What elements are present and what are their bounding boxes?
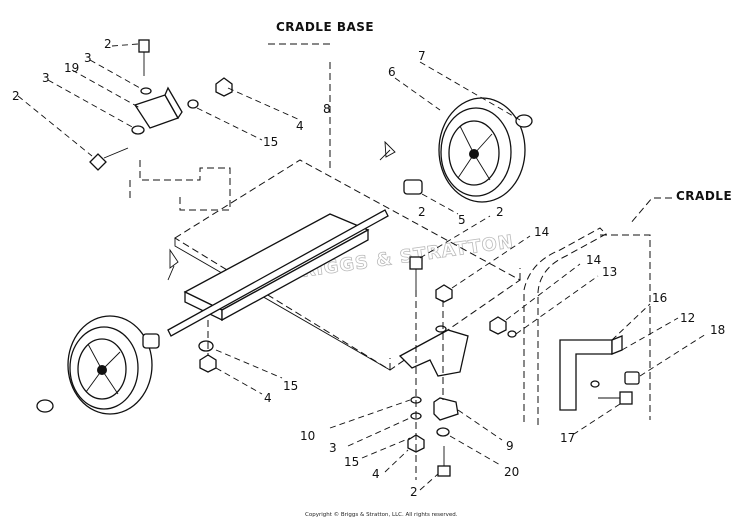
platform-edge xyxy=(389,268,521,370)
leader-15-low xyxy=(215,349,283,379)
leader-15-top xyxy=(196,107,263,141)
leader-14-b xyxy=(505,263,581,321)
callout-4-bottom: 4 xyxy=(372,467,380,481)
copyright-notice: Copyright © Briggs & Stratton, LLC. All … xyxy=(305,511,458,518)
washer-12 xyxy=(590,380,600,388)
leader-15-bottom xyxy=(361,437,411,459)
bolt-top-head xyxy=(138,39,150,53)
leader-3-low xyxy=(347,417,411,447)
callout-8: 8 xyxy=(323,102,331,116)
washer-left xyxy=(131,125,145,135)
leader-4-bottom xyxy=(384,449,409,473)
callout-4-low: 4 xyxy=(264,391,272,405)
cradle-frame xyxy=(523,227,607,428)
leader-9 xyxy=(457,409,503,441)
bracket-top-left-flange xyxy=(164,86,183,120)
bolt-2-bottom-head xyxy=(437,465,451,477)
wheel-left-spacer xyxy=(142,333,160,349)
callout-10: 10 xyxy=(300,429,315,443)
leader-2-left xyxy=(17,95,93,157)
leader-20 xyxy=(449,435,503,467)
callout-7: 7 xyxy=(418,49,426,63)
bolt-left-shank xyxy=(103,147,129,159)
leader-2-mid xyxy=(419,215,491,259)
callout-13: 13 xyxy=(602,265,617,279)
callout-16: 16 xyxy=(652,291,667,305)
leader-2-bottom xyxy=(419,473,439,491)
heading-cradle-base: CRADLE BASE xyxy=(276,20,374,34)
nut-top xyxy=(215,77,233,97)
callout-15-low: 15 xyxy=(283,379,298,393)
hitch-pin-top xyxy=(379,140,396,161)
wheel-right xyxy=(438,97,526,203)
callout-19: 19 xyxy=(64,61,79,75)
washer-20 xyxy=(436,427,450,437)
leader-10 xyxy=(329,399,411,429)
bracket-guide xyxy=(139,160,231,211)
bolt-center-head xyxy=(409,256,423,270)
knob-18 xyxy=(624,371,640,385)
axle-channel-face xyxy=(221,228,369,322)
bolt-left-head xyxy=(89,153,107,171)
nut-14-a xyxy=(435,284,453,303)
leader-19 xyxy=(71,69,141,109)
lockwasher-13 xyxy=(507,330,517,338)
callout-15-top: 15 xyxy=(263,135,278,149)
lockwasher-top xyxy=(140,87,152,95)
leader-5 xyxy=(421,193,459,215)
wheel-left xyxy=(67,315,153,415)
platform-lip xyxy=(174,238,391,371)
leader-17 xyxy=(573,403,621,435)
lockwasher-right xyxy=(187,99,199,109)
callout-2-right: 2 xyxy=(496,205,504,219)
bolt-17-head xyxy=(619,391,633,405)
leader-12 xyxy=(621,317,679,351)
leader-14-a xyxy=(451,235,531,289)
hook-16 xyxy=(559,339,613,411)
cradle-bracket xyxy=(398,329,469,377)
wheel-right-washer xyxy=(515,114,533,128)
heading-cradle-leader xyxy=(629,197,672,225)
callout-17: 17 xyxy=(560,431,575,445)
callout-14-b: 14 xyxy=(586,253,601,267)
leader-3-top xyxy=(89,59,141,89)
callout-20: 20 xyxy=(504,465,519,479)
leader-16 xyxy=(611,303,651,341)
callout-3-left: 3 xyxy=(42,71,50,85)
nut-4-left xyxy=(199,354,217,373)
callout-14-a: 14 xyxy=(534,225,549,239)
callout-6: 6 xyxy=(388,65,396,79)
wheel-left-washer xyxy=(36,399,54,413)
callout-3-top: 3 xyxy=(84,51,92,65)
nut-14-b xyxy=(489,316,507,335)
leader-13 xyxy=(515,275,599,335)
guide-cradle xyxy=(600,234,651,420)
leader-3-left xyxy=(47,79,135,129)
spacer-9 xyxy=(433,397,459,421)
callout-2-top: 2 xyxy=(104,37,112,51)
leader-2-top xyxy=(111,43,139,47)
callout-15-bottom: 15 xyxy=(344,455,359,469)
heading-cradle: CRADLE xyxy=(676,189,732,203)
callout-2-bottom: 2 xyxy=(410,485,418,499)
callout-5: 5 xyxy=(458,213,466,227)
callout-18: 18 xyxy=(710,323,725,337)
callout-2-mid: 2 xyxy=(418,205,426,219)
callout-2-left: 2 xyxy=(12,89,20,103)
axle xyxy=(167,209,389,337)
callout-12: 12 xyxy=(680,311,695,325)
washer-14 xyxy=(435,325,447,333)
callout-3-low: 3 xyxy=(329,441,337,455)
leader-18 xyxy=(639,333,707,377)
callout-9: 9 xyxy=(506,439,514,453)
wheel-right-spacer xyxy=(403,179,423,195)
washer-15-left xyxy=(198,340,214,352)
callout-4-top: 4 xyxy=(296,119,304,133)
hitch-pin-left xyxy=(167,248,179,281)
leader-4-low xyxy=(215,367,263,395)
leader-6 xyxy=(394,77,441,111)
leader-4-top xyxy=(227,87,301,121)
